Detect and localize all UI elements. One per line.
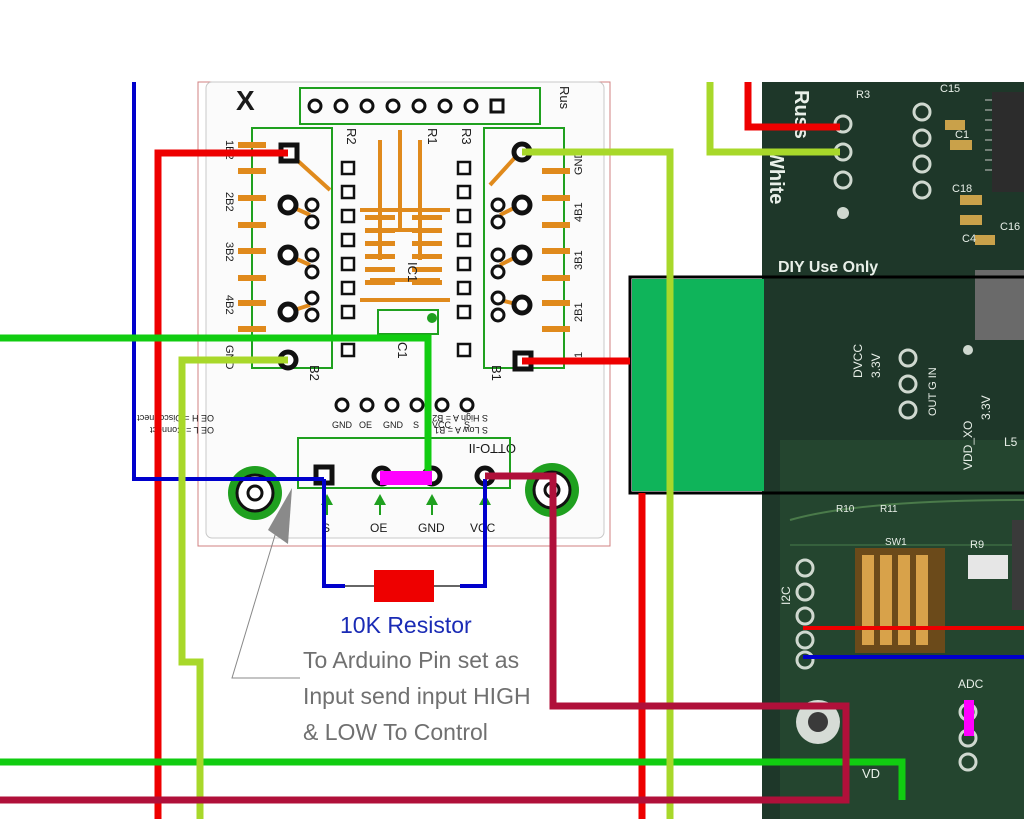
board-sw-label: SW1 [885,537,907,548]
ic1-label: IC1 [405,262,420,282]
header-bottom-6: S [464,420,470,430]
right-pad-label-1: GND [573,151,585,176]
board-part-r11: R11 [880,504,898,515]
logic-note-left-1: OE H = Disconnect [137,413,214,423]
gnd-oe-jumper [380,471,432,485]
left-pad-label-4: 4B2 [223,295,235,315]
breakout-board: X Rus [137,81,611,547]
bottom-pin-gnd: GND [418,521,445,535]
board-diy-label: DIY Use Only [778,259,878,276]
header-bottom-1: GND [332,420,353,430]
wire-lime-top-right [706,82,840,156]
board-part-r3: R3 [856,89,870,101]
header-bottom-2: OE [359,420,372,430]
bottom-pin-oe: OE [370,521,387,535]
b2-label: B2 [307,365,322,381]
svg-text:X: X [236,85,255,116]
right-pad-label-5: 1 [573,352,585,358]
wire-red-top-right [744,82,840,131]
board-vertical-label-2: White [765,150,787,204]
wire-blue-res-right [460,479,487,588]
board-i2c-label: I2C [779,586,793,605]
wire-darkred-vcc [0,472,850,804]
adc-jumper [964,700,974,736]
board-part-c4: C4 [962,233,976,245]
left-pad-label-2: 2B2 [223,192,235,212]
logic-note-right-1: S High A = B2 [432,413,488,423]
board-3v3-b-label: 3.3V [979,395,993,420]
top-rus-label: Rus [557,86,572,110]
header-bottom-3: GND [383,420,404,430]
wire-blue-left [132,82,324,481]
wires [0,82,1024,819]
pointer-arrow [231,488,300,679]
board-part-c15: C15 [940,83,960,95]
board-out-g-in-label: OUT G IN [927,367,939,416]
c1-label: C1 [395,342,410,359]
board-part-c18: C18 [952,183,972,195]
board-part-c16: C16 [1000,221,1020,233]
board-part-r9: R9 [970,539,984,551]
board-part-l5: L5 [1004,435,1018,449]
right-pad-label-3: 3B1 [573,250,585,270]
wire-green-gnd [0,334,432,478]
bottom-pin-s: S [322,521,330,535]
board-dvcc-label: DVCC [851,344,865,378]
annotation-line-2: Input send input HIGH [303,683,531,709]
board-vdd-xo-label: VDD_XO [961,421,975,470]
r2-label: R2 [344,128,359,145]
board-adc-label: ADC [958,677,984,691]
board-3v3-a-label: 3.3V [869,353,883,378]
overlay-green-fill [632,279,764,491]
header-bottom-4: S [413,420,419,430]
wire-lime-left [178,356,288,819]
wire-red-left [154,149,288,819]
r3-label: R3 [459,128,474,145]
logic-note-right-2: S Low A = B1 [434,425,488,435]
wire-lime-right [522,148,674,819]
b1-label: B1 [489,365,504,381]
right-pad-label-2: 4B1 [573,202,585,222]
board-vertical-label-1: Russ [790,90,812,139]
wire-blue-res-left [322,479,345,588]
overlay-box [628,275,1024,495]
right-pad-label-4: 2B1 [573,302,585,322]
resistor-label: 10K Resistor [340,612,472,638]
bottom-pin-vcc: VCC [470,521,496,535]
wire-green-bottom [0,758,906,800]
r1-label: R1 [425,128,440,145]
board-vd-label: VD [862,766,880,781]
annotation-line-1: To Arduino Pin set as [303,647,519,673]
board-part-r10: R10 [836,504,855,515]
resistor-10k [374,570,434,602]
board-name-label: OTTO-II [469,441,516,456]
board-part-c1: C1 [955,129,969,141]
header-bottom-5: VCC [432,420,452,430]
annotation-line-3: & LOW To Control [303,719,488,745]
left-pad-label-3: 3B2 [223,242,235,262]
